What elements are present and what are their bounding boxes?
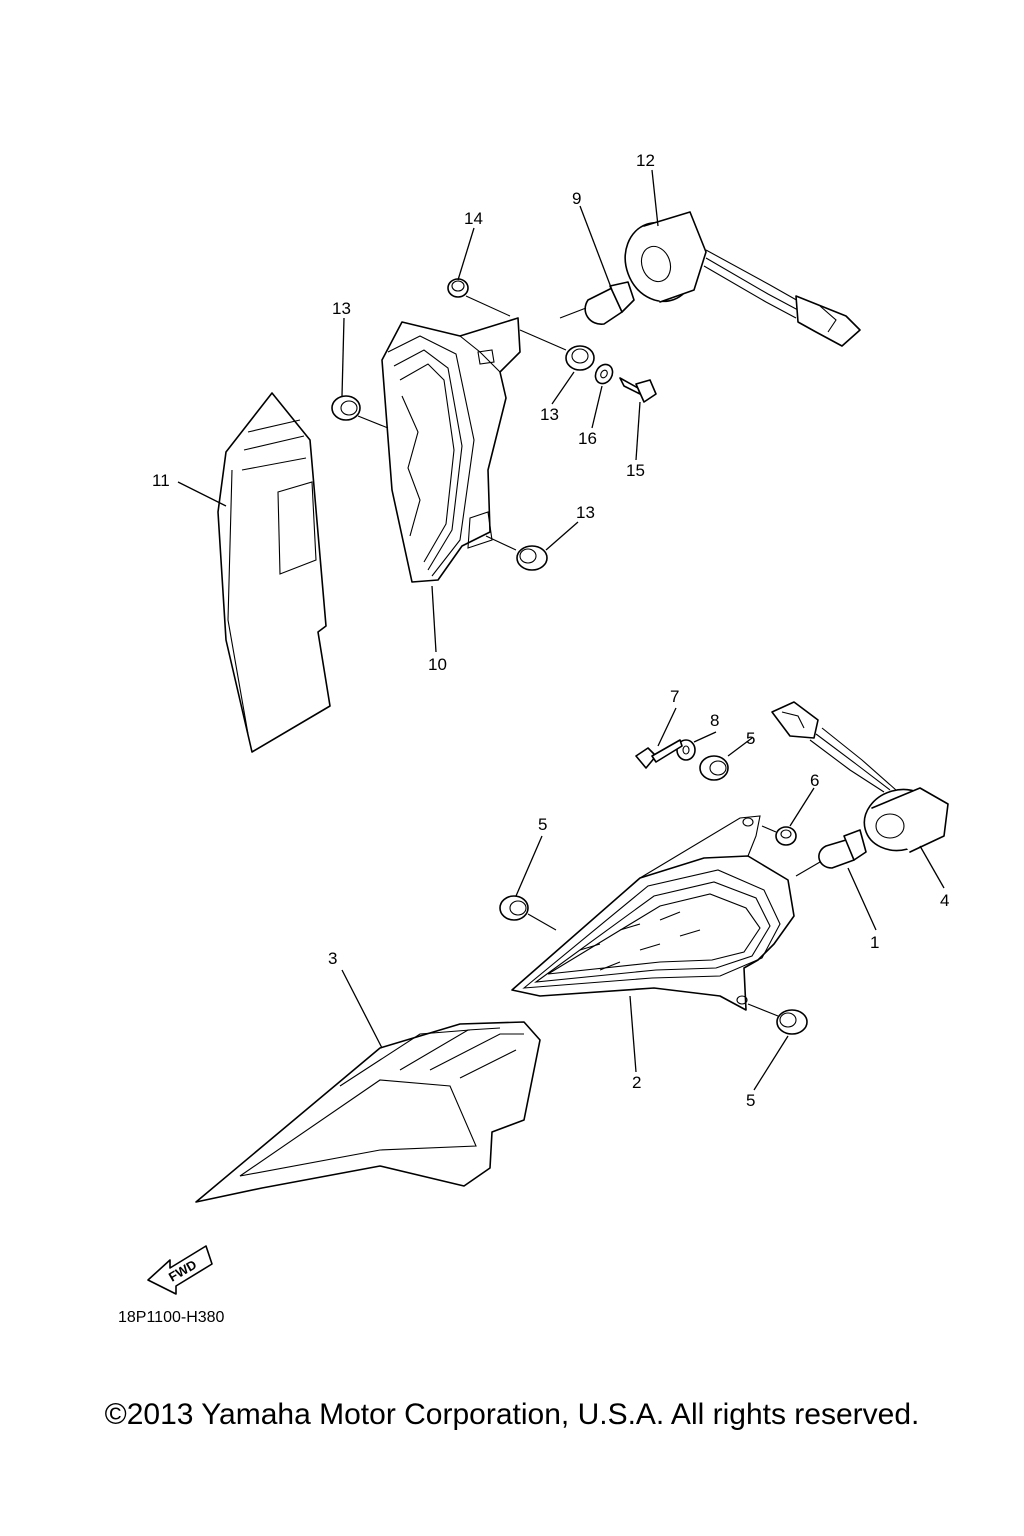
- part-6-collar: [761, 825, 797, 846]
- callout-9: 9: [572, 189, 581, 208]
- part-4-socket-harness: [771, 701, 949, 853]
- part-7-screw: [635, 739, 683, 769]
- part-14-collar: [447, 278, 511, 317]
- part-12-socket-harness: [624, 211, 861, 347]
- part-5-grommet-a: [699, 755, 729, 781]
- callout-16: 16: [578, 429, 597, 448]
- callout-1: 1: [870, 933, 879, 952]
- callout-13-left: 13: [332, 299, 351, 318]
- part-16-washer: [594, 363, 614, 385]
- callout-10: 10: [428, 655, 447, 674]
- callout-7: 7: [670, 687, 679, 706]
- part-13-grommet-c: [485, 535, 548, 571]
- callout-5-bottom: 5: [746, 1091, 755, 1110]
- callout-2: 2: [632, 1073, 641, 1092]
- callout-15: 15: [626, 461, 645, 480]
- callout-13-mid: 13: [540, 405, 559, 424]
- callout-5-top: 5: [746, 729, 755, 748]
- callout-8: 8: [710, 711, 719, 730]
- callout-labels: 1 2 3 4 5 5 5 6 7 8 9 10 11 12 13 13 13 …: [152, 151, 949, 1110]
- callout-14: 14: [464, 209, 483, 228]
- part-5-grommet-c: [747, 1003, 808, 1035]
- callout-12: 12: [636, 151, 655, 170]
- part-13-grommet-b: [519, 329, 595, 371]
- callout-11: 11: [152, 471, 170, 490]
- callout-4: 4: [940, 891, 949, 910]
- part-5-grommet-b: [499, 895, 557, 931]
- part-1-bulb: [795, 829, 867, 877]
- callout-6: 6: [810, 771, 819, 790]
- callout-13-lower: 13: [576, 503, 595, 522]
- part-15-screw: [619, 377, 657, 403]
- part-9-bulb: [559, 281, 635, 325]
- callout-3: 3: [328, 949, 337, 968]
- part-13-grommet-a: [331, 395, 389, 429]
- drawing-code: 18P1100-H380: [118, 1309, 225, 1326]
- part-11-lens-cover: [217, 392, 331, 753]
- copyright-notice: ©2013 Yamaha Motor Corporation, U.S.A. A…: [104, 1398, 920, 1431]
- callout-5-left: 5: [538, 815, 547, 834]
- part-10-light-housing: [381, 317, 521, 583]
- part-3-lens-cover: [195, 1021, 541, 1203]
- part-2-light-housing: [511, 815, 795, 1011]
- leader-lines: [177, 169, 945, 1091]
- fwd-arrow: FWD: [147, 1245, 213, 1295]
